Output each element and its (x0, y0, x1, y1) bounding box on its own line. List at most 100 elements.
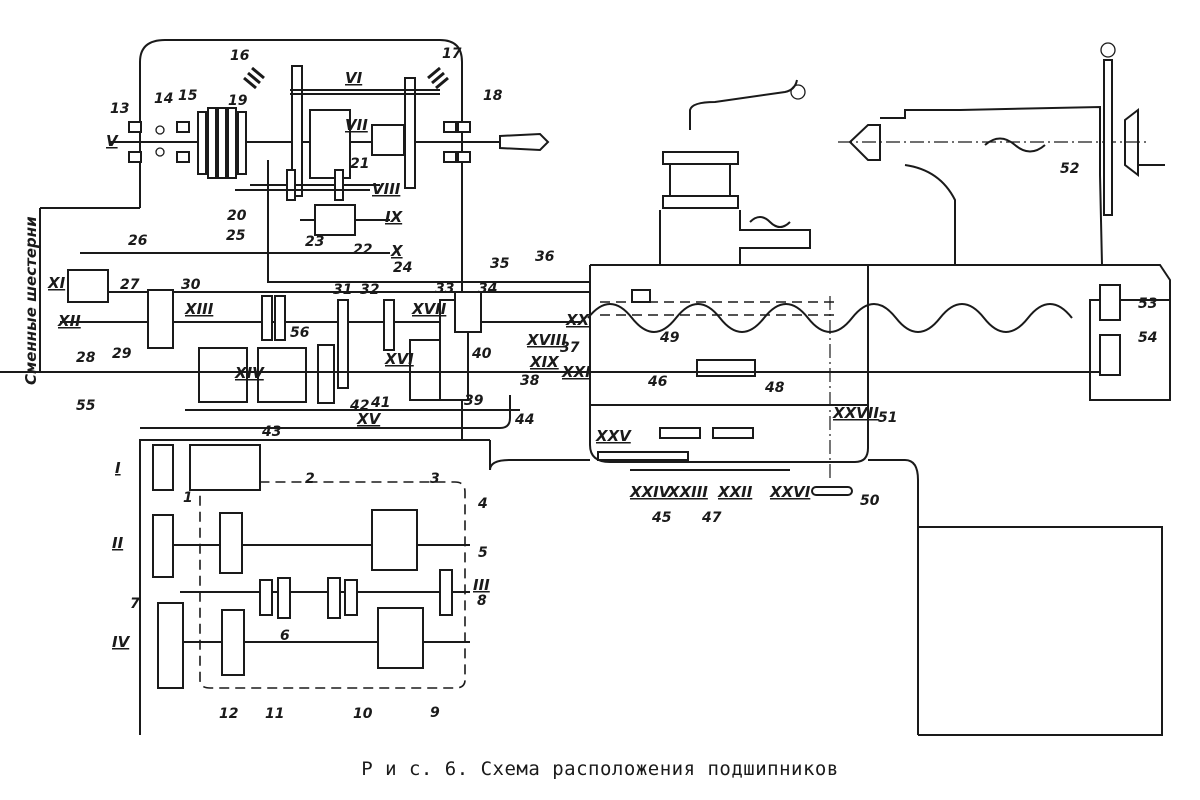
shaft-label-VII: VII (345, 116, 368, 134)
bearing-label-56: 56 (290, 325, 310, 341)
figure-caption: Р и с. 6. Схема расположения подшипников (361, 758, 839, 780)
feed-box (60, 269, 590, 429)
shaft-label-V: V (106, 132, 119, 150)
shaft-label-XVI: XVI (384, 350, 414, 368)
bearing-label-54: 54 (1138, 330, 1157, 346)
bearing-label-40: 40 (471, 346, 492, 362)
bearing-label-42: 42 (349, 398, 369, 414)
bearing-label-44: 44 (514, 412, 534, 428)
bearing-label-38: 38 (520, 373, 540, 389)
bearing-14 (155, 125, 165, 157)
bearing-label-52: 52 (1060, 161, 1079, 177)
shaft-label-III: III (473, 576, 490, 594)
bearing-label-39: 39 (464, 393, 484, 409)
shaft-label-XXVII: XXVII (832, 404, 879, 422)
bearing-label-15: 15 (178, 88, 198, 104)
shaft-label-XXII: XXII (717, 483, 753, 501)
bearing-label-29: 29 (112, 346, 132, 362)
headstock (39, 39, 590, 735)
shaft-label-VIII: VIII (372, 180, 401, 198)
bearing-label-4: 4 (477, 496, 488, 512)
bearing-label-14: 14 (154, 91, 173, 107)
gearbox (152, 444, 470, 689)
shaft-label-II: II (112, 534, 124, 552)
shaft-label-VI: VI (345, 69, 363, 87)
carriage-apron (0, 264, 1171, 496)
bearing-label-37: 37 (560, 340, 580, 356)
bearing-label-30: 30 (181, 277, 201, 293)
pulley-stack (197, 107, 247, 179)
bearing-label-20: 20 (227, 208, 247, 224)
shaft-label-XIX: XIX (529, 353, 560, 371)
tool-post (659, 79, 811, 265)
shaft-label-XXV: XXV (595, 427, 632, 445)
bearing-label-49: 49 (659, 330, 680, 346)
bearing-labels: 1 2 3 4 5 6 7 8 9 10 11 12 13 14 15 16 1… (76, 46, 1157, 722)
bearing-label-19: 19 (228, 93, 248, 109)
bearing-label-51: 51 (878, 410, 897, 426)
shaft-label-XII: XII (57, 312, 81, 330)
bearing-label-41: 41 (370, 395, 390, 411)
shaft-label-XI: XI (47, 274, 66, 292)
bearing-label-47: 47 (701, 510, 722, 526)
bearing-label-45: 45 (651, 510, 672, 526)
shaft-labels: I II III IV V VI VII VIII IX X XI XII XI… (47, 69, 879, 651)
bearing-label-32: 32 (360, 282, 379, 298)
bearing-label-43: 43 (261, 424, 281, 440)
shaft-label-X: X (390, 242, 404, 260)
bearing-label-3: 3 (430, 471, 440, 487)
bearing-label-1: 1 (183, 490, 193, 506)
lathe-bed (489, 440, 1163, 736)
bearing-label-53: 53 (1138, 296, 1157, 312)
bearing-label-35: 35 (490, 256, 510, 272)
bearing-15 (176, 121, 190, 163)
bearing-label-36: 36 (535, 249, 555, 265)
bearing-label-21: 21 (350, 156, 369, 172)
shaft-label-XV: XV (356, 410, 382, 428)
bearing-label-2: 2 (305, 471, 315, 487)
bearing-18 (443, 121, 471, 163)
bearing-label-9: 9 (430, 705, 440, 721)
shaft-label-XVIII: XVIII (526, 331, 567, 349)
bearing-label-34: 34 (478, 281, 497, 297)
tailstock (838, 42, 1165, 266)
bearing-label-7: 7 (130, 596, 140, 612)
shaft-label-XIV: XIV (234, 364, 265, 382)
bearing-label-48: 48 (764, 380, 785, 396)
bearing-label-46: 46 (647, 374, 668, 390)
shaft-label-I: I (115, 459, 121, 477)
bearing-label-6: 6 (280, 628, 290, 644)
bearing-label-11: 11 (265, 706, 284, 722)
shaft-label-XXIII: XXIII (667, 483, 708, 501)
bearing-label-24: 24 (393, 260, 412, 276)
bearing-label-33: 33 (435, 281, 454, 297)
bearing-17 (427, 66, 449, 90)
bearing-label-28: 28 (76, 350, 96, 366)
bearing-label-22: 22 (353, 242, 372, 258)
bearing-label-31: 31 (333, 282, 352, 298)
shaft-label-XXI: XXI (561, 363, 591, 381)
bearing-label-55: 55 (76, 398, 96, 414)
bearing-label-12: 12 (219, 706, 238, 722)
bearing-13 (128, 121, 142, 163)
bearing-label-50: 50 (860, 493, 880, 509)
bearing-16 (243, 66, 265, 90)
bearing-label-26: 26 (128, 233, 148, 249)
bearing-label-25: 25 (226, 228, 246, 244)
bearing-label-23: 23 (305, 234, 324, 250)
change-gears-label: Сменные шестерни (22, 216, 40, 385)
bearing-label-8: 8 (477, 593, 487, 609)
bearing-label-18: 18 (483, 88, 503, 104)
shaft-label-IV: IV (112, 633, 131, 651)
shaft-label-XXIV: XXIV (629, 483, 672, 501)
bearing-label-27: 27 (120, 277, 140, 293)
shaft-label-XX: XX (565, 311, 591, 329)
shaft-label-XIII: XIII (184, 300, 214, 318)
bearing-label-13: 13 (110, 101, 129, 117)
shaft-label-XVII: XVII (411, 300, 447, 318)
bearing-label-16: 16 (230, 48, 250, 64)
bearing-label-17: 17 (442, 46, 462, 62)
shaft-label-IX: IX (385, 208, 404, 226)
bearing-label-10: 10 (353, 706, 373, 722)
